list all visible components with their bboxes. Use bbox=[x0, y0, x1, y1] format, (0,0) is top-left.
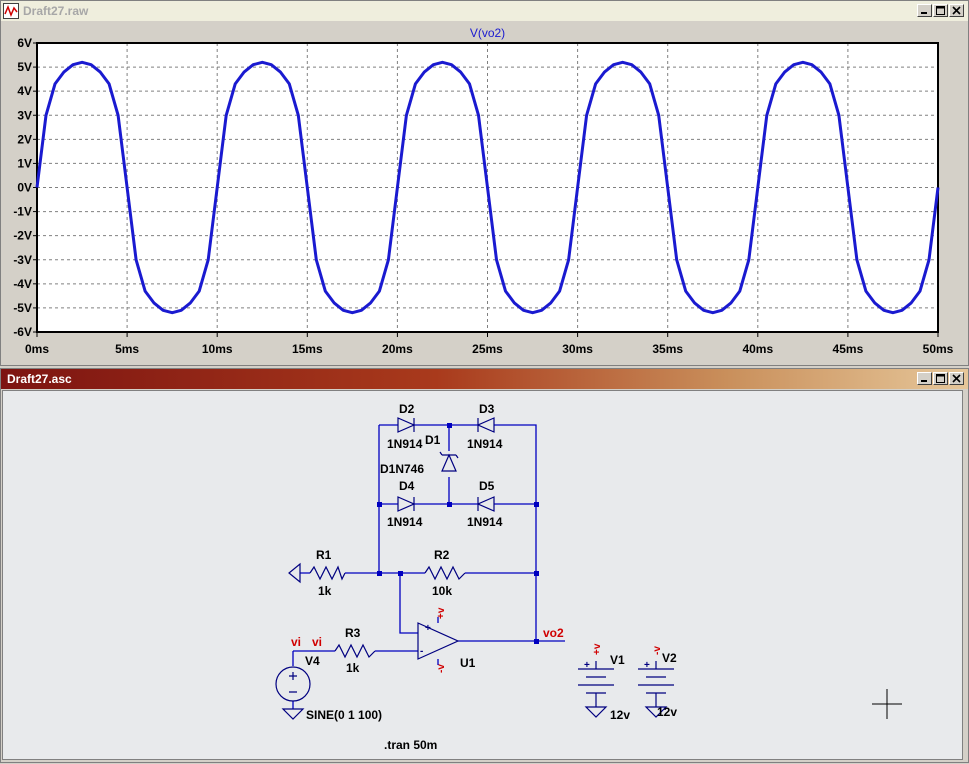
y-tick-label: -3V bbox=[13, 253, 32, 267]
close-icon bbox=[952, 6, 961, 15]
schem-maximize-button[interactable] bbox=[933, 372, 948, 385]
v2-value[interactable]: 12v bbox=[657, 705, 677, 719]
x-tick-label: 15ms bbox=[292, 342, 323, 356]
d3-model[interactable]: 1N914 bbox=[467, 437, 503, 451]
y-tick-label: 3V bbox=[17, 108, 32, 122]
v2-pin-label: -v bbox=[652, 646, 663, 655]
v1-pin-label: +v bbox=[592, 643, 603, 655]
tran-directive[interactable]: .tran 50m bbox=[384, 738, 437, 752]
schem-close-button[interactable] bbox=[949, 372, 964, 385]
opamp-symbol bbox=[417, 622, 460, 660]
trace-v-vo2[interactable] bbox=[35, 60, 940, 315]
schematic-window-titlebar[interactable]: Draft27.asc bbox=[1, 369, 968, 389]
junction-dots bbox=[377, 423, 539, 644]
plot-area[interactable]: 0ms 5ms 10ms 15ms 20ms 25ms 30ms 35ms 40ms 45ms 50… bbox=[1, 21, 968, 365]
plot-window-title: Draft27.raw bbox=[23, 4, 89, 18]
net-label-vo2[interactable]: vo2 bbox=[543, 626, 564, 640]
y-tick-label: 2V bbox=[17, 132, 32, 146]
resistor-symbols bbox=[309, 565, 466, 659]
v4-value[interactable]: SINE(0 1 100) bbox=[306, 708, 382, 722]
trace-label[interactable]: V(vo2) bbox=[470, 26, 505, 40]
x-tick-label: 40ms bbox=[742, 342, 773, 356]
net-label-vi-a[interactable]: vi bbox=[291, 635, 301, 649]
x-tick-label: 35ms bbox=[652, 342, 683, 356]
schematic-wires bbox=[292, 424, 565, 709]
y-tick-label: -4V bbox=[13, 277, 32, 291]
d5-label[interactable]: D5 bbox=[479, 479, 495, 493]
r3-label[interactable]: R3 bbox=[345, 626, 361, 640]
r3-value[interactable]: 1k bbox=[346, 661, 360, 675]
y-tick-label: -1V bbox=[13, 205, 32, 219]
crosshair-cursor-icon bbox=[872, 689, 902, 719]
maximize-button[interactable] bbox=[933, 4, 948, 17]
x-tick-label: 45ms bbox=[833, 342, 864, 356]
d2-model[interactable]: 1N914 bbox=[387, 437, 423, 451]
y-tick-label: 0V bbox=[17, 181, 32, 195]
v1-value[interactable]: 12v bbox=[610, 708, 630, 722]
d1-label[interactable]: D1 bbox=[425, 433, 441, 447]
v2-label[interactable]: V2 bbox=[662, 651, 677, 665]
schematic-canvas[interactable]: D2 D3 1N914 1N914 D1 D1N746 D4 D5 1N914 … bbox=[2, 390, 963, 760]
d5-model[interactable]: 1N914 bbox=[467, 515, 503, 529]
waveform-app-icon bbox=[3, 3, 19, 19]
y-tick-label: 6V bbox=[17, 36, 32, 50]
y-tick-label: -2V bbox=[13, 229, 32, 243]
close-icon bbox=[952, 374, 961, 383]
opamp-noninv-mark: + bbox=[425, 623, 431, 634]
d4-label[interactable]: D4 bbox=[399, 479, 415, 493]
d4-model[interactable]: 1N914 bbox=[387, 515, 423, 529]
x-tick-label: 0ms bbox=[25, 342, 49, 356]
r1-value[interactable]: 1k bbox=[318, 584, 332, 598]
schem-minimize-button[interactable] bbox=[917, 372, 932, 385]
sine-source-symbol bbox=[275, 666, 311, 720]
diode-symbols bbox=[397, 417, 495, 512]
opamp-inv-mark: - bbox=[420, 646, 423, 657]
schematic-window: Draft27.asc bbox=[0, 368, 969, 763]
d3-label[interactable]: D3 bbox=[479, 402, 495, 416]
v1-label[interactable]: V1 bbox=[610, 653, 625, 667]
y-tick-label: -6V bbox=[13, 325, 32, 339]
x-tick-label: 20ms bbox=[382, 342, 413, 356]
restore-icon bbox=[936, 6, 945, 15]
v2-plus-mark: + bbox=[644, 660, 650, 671]
plot-window: Draft27.raw 0ms 5ms 10ms 15ms 20ms 25ms 30ms 35… bbox=[0, 0, 969, 366]
minimize-icon bbox=[921, 12, 927, 14]
ground-icon bbox=[288, 562, 301, 584]
r2-label[interactable]: R2 bbox=[434, 548, 450, 562]
x-tick-label: 50ms bbox=[923, 342, 954, 356]
close-button[interactable] bbox=[949, 4, 964, 17]
y-tick-label: 1V bbox=[17, 156, 32, 170]
d1-model[interactable]: D1N746 bbox=[380, 462, 424, 476]
schematic-window-title: Draft27.asc bbox=[7, 372, 72, 386]
restore-icon bbox=[936, 374, 945, 383]
x-tick-label: 5ms bbox=[115, 342, 139, 356]
d2-label[interactable]: D2 bbox=[399, 402, 415, 416]
waveform-chart[interactable]: 0ms 5ms 10ms 15ms 20ms 25ms 30ms 35ms 40ms 45ms 50… bbox=[1, 21, 968, 365]
schematic-drawing[interactable]: D2 D3 1N914 1N914 D1 D1N746 D4 D5 1N914 … bbox=[3, 391, 962, 759]
u1-label[interactable]: U1 bbox=[460, 656, 476, 670]
net-label-vi-b[interactable]: vi bbox=[312, 635, 322, 649]
x-tick-label: 10ms bbox=[202, 342, 233, 356]
r1-label[interactable]: R1 bbox=[316, 548, 332, 562]
battery-symbols bbox=[578, 661, 674, 718]
opamp-pos-supply-label: +v bbox=[436, 607, 447, 619]
minimize-button[interactable] bbox=[917, 4, 932, 17]
plot-window-titlebar[interactable]: Draft27.raw bbox=[1, 1, 968, 21]
v4-label[interactable]: V4 bbox=[305, 654, 320, 668]
x-tick-label: 25ms bbox=[472, 342, 503, 356]
r2-value[interactable]: 10k bbox=[432, 584, 452, 598]
minimize-icon bbox=[921, 380, 927, 382]
opamp-neg-supply-label: -v bbox=[436, 664, 447, 673]
y-tick-label: -5V bbox=[13, 301, 32, 315]
y-tick-label: 4V bbox=[17, 84, 32, 98]
x-tick-label: 30ms bbox=[562, 342, 593, 356]
y-tick-label: 5V bbox=[17, 60, 32, 74]
v1-plus-mark: + bbox=[584, 660, 590, 671]
